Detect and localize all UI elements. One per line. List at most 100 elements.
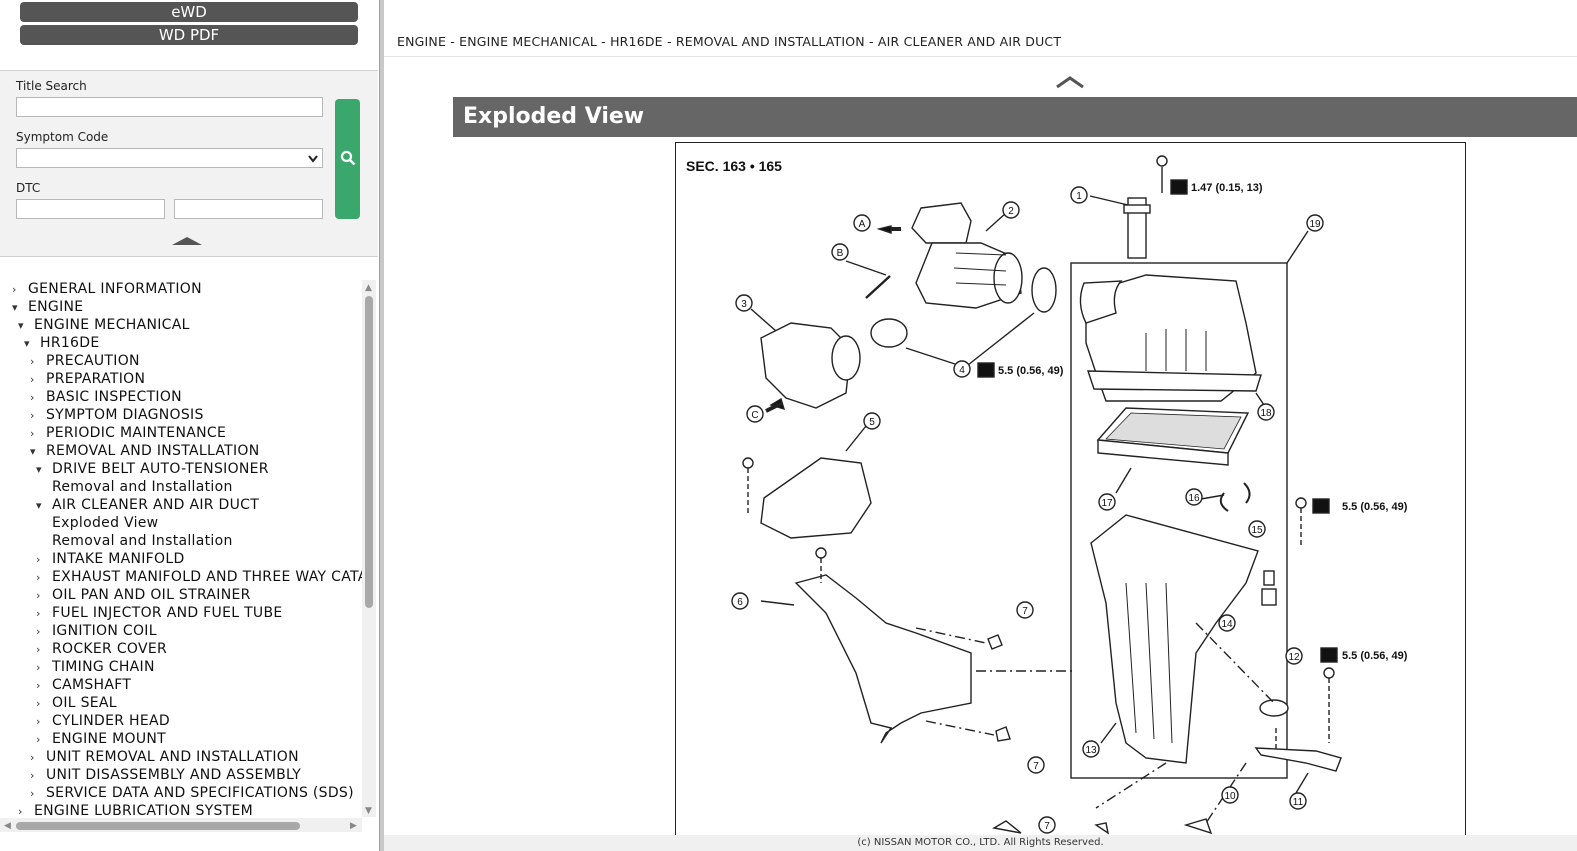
- tree-item[interactable]: ▾ REMOVAL AND INSTALLATION: [30, 442, 260, 460]
- tree-item-label[interactable]: OIL PAN AND OIL STRAINER: [52, 587, 251, 603]
- collapsed-arrow-icon[interactable]: ›: [30, 355, 35, 368]
- collapsed-arrow-icon[interactable]: ›: [36, 661, 41, 674]
- tree-item[interactable]: › PRECAUTION: [30, 352, 140, 370]
- tree-item-label[interactable]: ENGINE MOUNT: [52, 731, 167, 747]
- collapsed-arrow-icon[interactable]: ›: [36, 625, 41, 638]
- ewd-button[interactable]: eWD: [20, 2, 358, 22]
- tree-item[interactable]: › PERIODIC MAINTENANCE: [30, 424, 226, 442]
- tree-item-label[interactable]: SERVICE DATA AND SPECIFICATIONS (SDS): [46, 785, 354, 801]
- tree-horizontal-scroll-thumb[interactable]: [16, 822, 300, 830]
- tree-item-label[interactable]: GENERAL INFORMATION: [28, 281, 202, 297]
- tree-item-label[interactable]: PRECAUTION: [46, 353, 140, 369]
- panel-splitter[interactable]: [379, 0, 384, 851]
- tree-item[interactable]: Removal and Installation: [52, 532, 233, 550]
- tree-item-label[interactable]: HR16DE: [40, 335, 100, 351]
- tree-item[interactable]: › GENERAL INFORMATION: [12, 280, 202, 298]
- wd-pdf-button[interactable]: WD PDF: [20, 25, 358, 45]
- title-search-input[interactable]: [16, 97, 323, 117]
- tree-item[interactable]: ▾ HR16DE: [24, 334, 100, 352]
- tree-item[interactable]: › ROCKER COVER: [36, 640, 167, 658]
- collapse-search-icon[interactable]: [172, 237, 202, 245]
- tree-item-label[interactable]: Exploded View: [52, 515, 159, 531]
- collapsed-arrow-icon[interactable]: ›: [30, 787, 35, 800]
- tree-item-label[interactable]: UNIT DISASSEMBLY AND ASSEMBLY: [46, 767, 302, 783]
- tree-item[interactable]: Removal and Installation: [52, 478, 233, 496]
- tree-vertical-scroll-thumb[interactable]: [365, 296, 373, 608]
- tree-item[interactable]: ▾ ENGINE: [12, 298, 83, 316]
- symptom-code-select[interactable]: [16, 148, 323, 168]
- tree-item-label[interactable]: Removal and Installation: [52, 479, 233, 495]
- collapsed-arrow-icon[interactable]: ›: [36, 679, 41, 692]
- tree-item-label[interactable]: ENGINE: [28, 299, 84, 315]
- tree-item[interactable]: › ENGINE LUBRICATION SYSTEM: [18, 802, 253, 820]
- tree-item-label[interactable]: TIMING CHAIN: [52, 659, 155, 675]
- collapsed-arrow-icon[interactable]: ›: [36, 733, 41, 746]
- tree-item-label[interactable]: Removal and Installation: [52, 533, 233, 549]
- tree-item-label[interactable]: OIL SEAL: [52, 695, 117, 711]
- scroll-down-icon[interactable]: ▼: [365, 806, 372, 816]
- collapsed-arrow-icon[interactable]: ›: [36, 643, 41, 656]
- collapsed-arrow-icon[interactable]: ›: [36, 571, 41, 584]
- tree-item-label[interactable]: ROCKER COVER: [52, 641, 168, 657]
- expanded-arrow-icon[interactable]: ▾: [18, 319, 24, 332]
- chevron-up-icon[interactable]: [1055, 75, 1085, 89]
- collapsed-arrow-icon[interactable]: ›: [30, 751, 35, 764]
- dtc-input-2[interactable]: [174, 199, 323, 219]
- collapsed-arrow-icon[interactable]: ›: [30, 769, 35, 782]
- scroll-up-icon[interactable]: ▲: [365, 283, 372, 293]
- collapsed-arrow-icon[interactable]: ›: [30, 427, 35, 440]
- collapsed-arrow-icon[interactable]: ›: [30, 391, 35, 404]
- collapsed-arrow-icon[interactable]: ›: [18, 805, 23, 818]
- tree-item-label[interactable]: REMOVAL AND INSTALLATION: [46, 443, 260, 459]
- tree-item-label[interactable]: AIR CLEANER AND AIR DUCT: [52, 497, 260, 513]
- expanded-arrow-icon[interactable]: ▾: [36, 499, 42, 512]
- tree-item[interactable]: ▾ ENGINE MECHANICAL: [18, 316, 190, 334]
- scroll-left-icon[interactable]: ◀: [4, 821, 11, 831]
- tree-item[interactable]: › INTAKE MANIFOLD: [36, 550, 185, 568]
- collapsed-arrow-icon[interactable]: ›: [36, 607, 41, 620]
- tree-item[interactable]: › UNIT REMOVAL AND INSTALLATION: [30, 748, 299, 766]
- search-button[interactable]: [335, 99, 360, 219]
- collapsed-arrow-icon[interactable]: ›: [12, 283, 17, 296]
- tree-item[interactable]: › EXHAUST MANIFOLD AND THREE WAY CATALYST: [36, 568, 362, 586]
- tree-item[interactable]: › TIMING CHAIN: [36, 658, 155, 676]
- tree-item-label[interactable]: BASIC INSPECTION: [46, 389, 182, 405]
- tree-item-label[interactable]: ENGINE LUBRICATION SYSTEM: [34, 803, 254, 819]
- tree-item-label[interactable]: INTAKE MANIFOLD: [52, 551, 185, 567]
- tree-item-label[interactable]: DRIVE BELT AUTO-TENSIONER: [52, 461, 269, 477]
- tree-item-label[interactable]: EXHAUST MANIFOLD AND THREE WAY CATALYST: [52, 569, 362, 585]
- expanded-arrow-icon[interactable]: ▾: [36, 463, 42, 476]
- expanded-arrow-icon[interactable]: ▾: [12, 301, 18, 314]
- tree-item[interactable]: › UNIT DISASSEMBLY AND ASSEMBLY: [30, 766, 301, 784]
- tree-item[interactable]: ›SYMPTOM DIAGNOSIS: [30, 406, 204, 424]
- tree-item[interactable]: › CAMSHAFT: [36, 676, 131, 694]
- tree-item-label[interactable]: IGNITION COIL: [52, 623, 157, 639]
- dtc-input-1[interactable]: [16, 199, 165, 219]
- tree-item-label[interactable]: ENGINE MECHANICAL: [34, 317, 190, 333]
- tree-item-label[interactable]: CYLINDER HEAD: [52, 713, 170, 729]
- collapsed-arrow-icon[interactable]: ›: [36, 589, 41, 602]
- tree-item-label[interactable]: UNIT REMOVAL AND INSTALLATION: [46, 749, 299, 765]
- tree-item-label[interactable]: PREPARATION: [46, 371, 146, 387]
- tree-item-label[interactable]: CAMSHAFT: [52, 677, 132, 693]
- tree-item[interactable]: ▾ AIR CLEANER AND AIR DUCT: [36, 496, 259, 514]
- collapsed-arrow-icon[interactable]: ›: [30, 373, 35, 386]
- expanded-arrow-icon[interactable]: ▾: [30, 445, 36, 458]
- tree-item[interactable]: › OIL SEAL: [36, 694, 117, 712]
- tree-item-label[interactable]: PERIODIC MAINTENANCE: [46, 425, 227, 441]
- tree-item[interactable]: › SERVICE DATA AND SPECIFICATIONS (SDS): [30, 784, 354, 802]
- scroll-right-icon[interactable]: ▶: [350, 821, 357, 831]
- tree-item-label[interactable]: FUEL INJECTOR AND FUEL TUBE: [52, 605, 283, 621]
- tree-item[interactable]: › ENGINE MOUNT: [36, 730, 166, 748]
- collapsed-arrow-icon[interactable]: ›: [36, 697, 41, 710]
- tree-item[interactable]: › OIL PAN AND OIL STRAINER: [36, 586, 251, 604]
- tree-item[interactable]: › BASIC INSPECTION: [30, 388, 182, 406]
- tree-item[interactable]: › FUEL INJECTOR AND FUEL TUBE: [36, 604, 283, 622]
- tree-item[interactable]: › IGNITION COIL: [36, 622, 157, 640]
- tree-item[interactable]: Exploded View: [52, 514, 158, 532]
- collapsed-arrow-icon[interactable]: ›: [36, 553, 41, 566]
- collapsed-arrow-icon[interactable]: ›: [36, 715, 41, 728]
- tree-item[interactable]: › CYLINDER HEAD: [36, 712, 170, 730]
- expanded-arrow-icon[interactable]: ▾: [24, 337, 30, 350]
- collapsed-arrow-icon[interactable]: ›: [30, 409, 35, 422]
